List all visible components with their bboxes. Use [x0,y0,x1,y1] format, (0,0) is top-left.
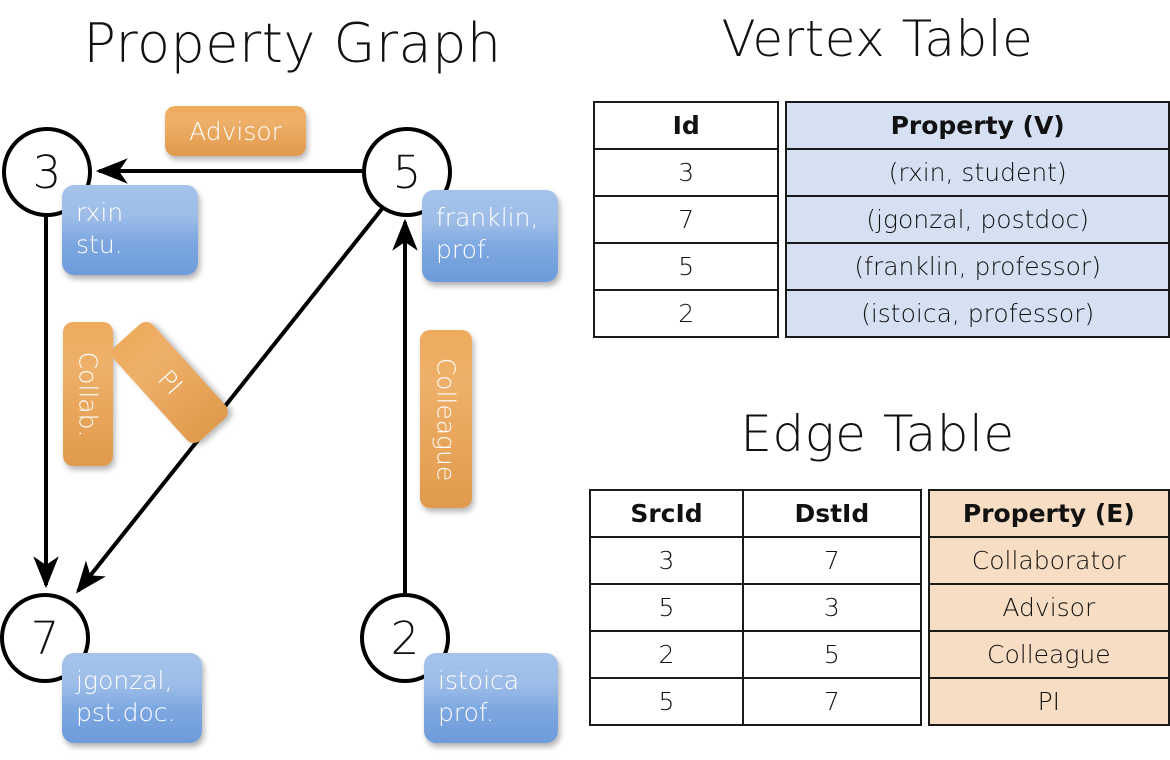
edge-cell-dst: 3 [741,583,922,632]
node-property-line2-7: pst.doc. [76,698,176,727]
vertex-cell-id: 7 [592,195,780,244]
edge-cell-property: Colleague [927,630,1170,679]
edge-cell-dst: 7 [741,677,922,726]
graph-edge-arrows [33,158,418,594]
edge-cell-property: Collaborator [927,536,1170,585]
table-row: (rxin, student) [785,148,1170,197]
table-row: 2 5 [589,630,922,679]
edge-cell-property: PI [927,677,1170,726]
table-header-row: Property (E) [927,489,1170,538]
edge-table-header-srcid: SrcId [589,489,744,538]
edge-table-property-column: Property (E) Collaborator Advisor Collea… [927,489,1170,726]
edge-label-pi-text: PI [151,364,189,401]
vertex-table-header-property: Property (V) [785,101,1170,150]
table-row: 5 [592,242,780,291]
edge-label-colleague: Colleague [420,330,472,508]
vertex-cell-id: 5 [592,242,780,291]
graph-node-7-label: 7 [30,611,60,665]
vertex-cell-property: (franklin, professor) [785,242,1170,291]
vertex-cell-id: 2 [592,289,780,338]
table-row: 3 [592,148,780,197]
node-property-box-7: jgonzal, pst.doc. [62,653,202,743]
vertex-table: Id 3 7 5 2 Property (V) (rxin, student) [592,101,1170,338]
edge-table-header-dstid: DstId [741,489,922,538]
node-property-line2-2: prof. [438,698,494,727]
table-row: 3 7 [589,536,922,585]
table-row: 5 7 [589,677,922,726]
edge-label-collab-text: Collab. [73,351,103,437]
vertex-cell-property: (istoica, professor) [785,289,1170,338]
node-property-line1-3: rxin [76,198,124,227]
node-property-box-5: franklin, prof. [422,190,558,282]
graph-node-2-label: 2 [390,611,420,665]
edge-cell-src: 5 [589,583,744,632]
edge-cell-dst: 5 [741,630,922,679]
edge-label-colleague-text: Colleague [431,357,461,481]
graph-node-5-label: 5 [392,145,422,199]
edge-cell-src: 2 [589,630,744,679]
edge-cell-src: 5 [589,677,744,726]
edge-table-title: Edge Table [740,405,1015,463]
vertex-cell-property: (jgonzal, postdoc) [785,195,1170,244]
vertex-cell-property: (rxin, student) [785,148,1170,197]
table-row: 5 3 [589,583,922,632]
property-graph-title: Property Graph [83,12,502,75]
node-property-line1-5: franklin, [436,203,539,232]
edge-label-collab: Collab. [63,322,113,466]
node-property-line1-7: jgonzal, [76,666,173,695]
edge-label-advisor: Advisor [165,106,306,156]
table-row: Advisor [927,583,1170,632]
edge-cell-property: Advisor [927,583,1170,632]
graph-node-2[interactable]: 2 [360,593,450,683]
edge-label-advisor-text: Advisor [189,116,282,146]
edge-cell-src: 3 [589,536,744,585]
node-property-line1-2: istoica [438,666,520,695]
graph-node-3-label: 3 [32,145,62,199]
table-row: PI [927,677,1170,726]
table-row: (istoica, professor) [785,289,1170,338]
vertex-table-header-id: Id [592,101,780,150]
node-property-box-2: istoica prof. [424,653,558,743]
table-row: 7 [592,195,780,244]
edge-table: SrcId DstId 3 7 5 3 2 5 5 7 Prope [589,489,1170,726]
edge-table-header-property: Property (E) [927,489,1170,538]
table-row: (jgonzal, postdoc) [785,195,1170,244]
table-header-row: SrcId DstId [589,489,922,538]
vertex-table-id-column: Id 3 7 5 2 [592,101,780,338]
table-header-row: Id [592,101,780,150]
vertex-table-title: Vertex Table [721,10,1034,68]
edge-cell-dst: 7 [741,536,922,585]
edge-table-src-dst-columns: SrcId DstId 3 7 5 3 2 5 5 7 [589,489,922,726]
edge-arrow-5-to-7 [76,203,387,594]
vertex-cell-id: 3 [592,148,780,197]
table-row: Colleague [927,630,1170,679]
table-row: Collaborator [927,536,1170,585]
graph-node-5[interactable]: 5 [362,127,452,217]
table-row: 2 [592,289,780,338]
node-property-line2-3: stu. [76,230,123,259]
table-header-row: Property (V) [785,101,1170,150]
node-property-box-3: rxin stu. [62,185,198,275]
node-property-line2-5: prof. [436,235,492,264]
vertex-table-property-column: Property (V) (rxin, student) (jgonzal, p… [785,101,1170,338]
table-row: (franklin, professor) [785,242,1170,291]
